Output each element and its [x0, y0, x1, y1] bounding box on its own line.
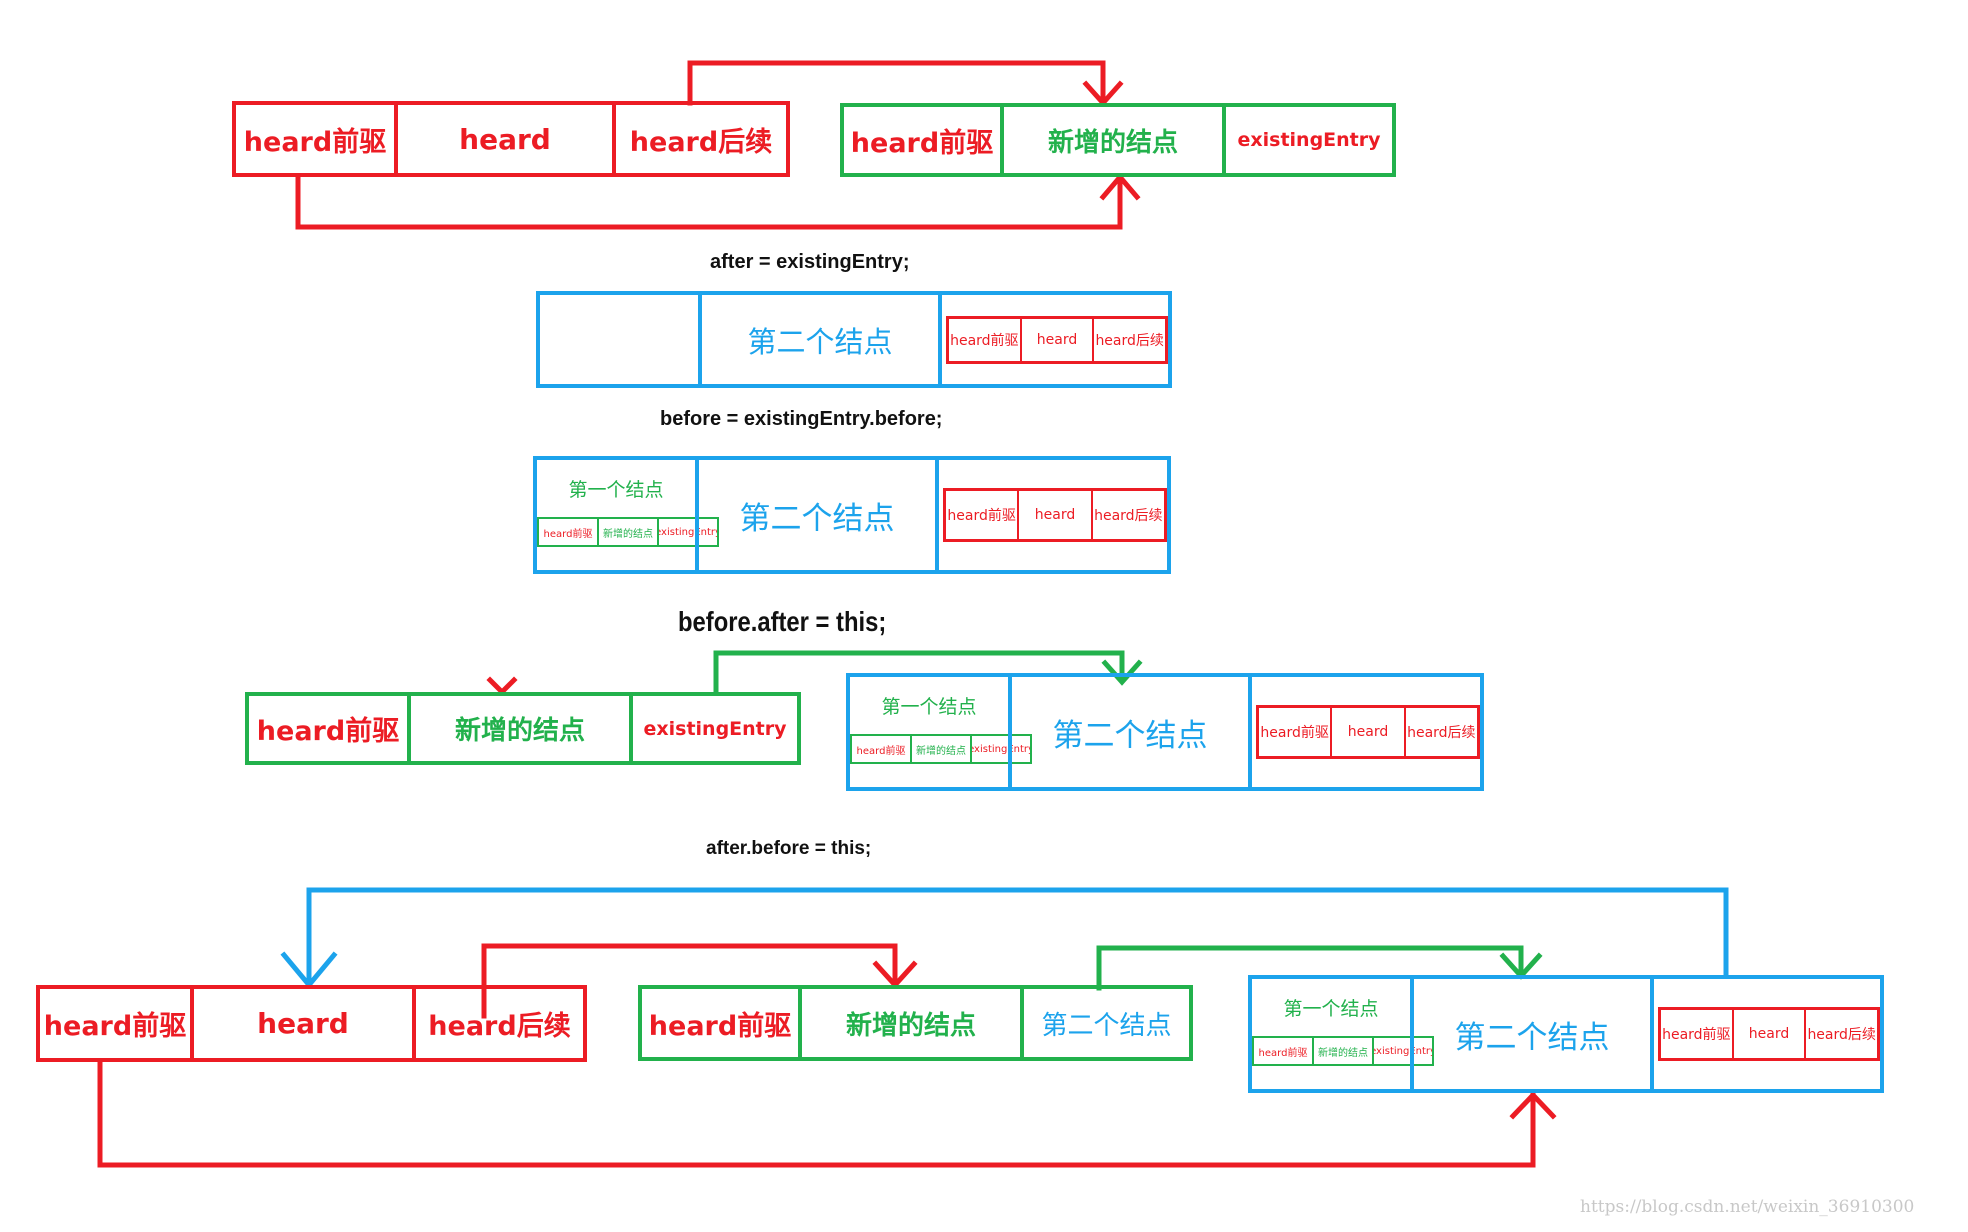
second-node-label-3: 第二个结点: [1008, 677, 1248, 787]
head-next-cell-2: heard后续: [412, 989, 583, 1058]
new-node-existing-cell-2: existingEntry: [629, 696, 797, 761]
second-node-prev-empty: [540, 295, 698, 384]
embedded-head-entry-3: heard前驱 heard heard后续: [1256, 705, 1480, 759]
head-cell-2: heard: [190, 989, 412, 1058]
embedded-head-next: heard后续: [1804, 1010, 1877, 1058]
embedded-new-existing: existingEntry: [1372, 1038, 1432, 1065]
new-node-cell-2: 新增的结点: [407, 696, 629, 761]
embedded-new-node-3: heard前驱 新增的结点 existingEntry: [1252, 1036, 1434, 1067]
embedded-head-entry-4: heard前驱 heard heard后续: [1658, 1007, 1880, 1061]
new-node-prev-cell-2: heard前驱: [256, 716, 400, 747]
new-node-next-second-cell: 第二个结点: [1020, 989, 1189, 1057]
arrow-existing-to-second-node-tip: [1101, 659, 1143, 686]
new-node-cell-3: 新增的结点: [798, 989, 1020, 1057]
arrow-head-next-to-new-node-2: [481, 943, 898, 1019]
new-node-box-2: heard前驱 新增的结点 existingEntry: [245, 692, 801, 765]
second-node-box-2: 第一个结点 heard前驱 新增的结点 existingEntry 第二个结点 …: [533, 456, 1171, 574]
second-node-next-cell-2: heard前驱 heard heard后续: [935, 460, 1167, 570]
head-prev-cell-2: heard前驱: [43, 1011, 187, 1042]
embedded-head-prev: heard前驱: [950, 332, 1019, 349]
first-node-cell-1: 第一个结点 heard前驱 新增的结点 existingEntry: [537, 460, 719, 570]
embedded-head-entry-1: heard前驱 heard heard后续: [946, 315, 1168, 364]
second-node-label-4: 第二个结点: [1410, 979, 1650, 1089]
embedded-new-prev: heard前驱: [856, 745, 906, 757]
head-next-cell: heard后续: [612, 105, 786, 173]
arrow-second-node-to-head: [306, 887, 1729, 988]
embedded-new-node-2: heard前驱 新增的结点 existingEntry: [850, 734, 1032, 765]
first-node-cell-3: 第一个结点 heard前驱 新增的结点 existingEntry: [1252, 979, 1434, 1089]
embedded-head-next: heard后续: [1092, 318, 1165, 361]
embedded-new-existing: existingEntry: [970, 736, 1030, 763]
embedded-head: heard: [1731, 1010, 1805, 1058]
embedded-new-prev: heard前驱: [1258, 1047, 1308, 1059]
new-node-existing-cell: existingEntry: [1222, 107, 1392, 173]
new-node-cell: 新增的结点: [1000, 107, 1222, 173]
arrow-head-prev-to-new-node-tip: [1099, 173, 1141, 201]
embedded-new-existing: existingEntry: [657, 519, 717, 546]
second-node-next-cell-3: heard前驱 heard heard后续: [1248, 677, 1480, 787]
embedded-new-node: 新增的结点: [910, 736, 970, 763]
statement-before: before = existingEntry.before;: [660, 408, 943, 430]
embedded-head: heard: [1019, 318, 1093, 361]
second-node-box-4: 第一个结点 heard前驱 新增的结点 existingEntry 第二个结点 …: [1248, 975, 1884, 1093]
first-node-label-2: 第一个结点: [881, 696, 977, 719]
embedded-head-next: heard后续: [1090, 491, 1164, 539]
head-prev-cell: heard前驱: [243, 126, 387, 158]
arrow-head-next-to-new-node: [687, 60, 1106, 106]
embedded-new-node: 新增的结点: [597, 519, 657, 546]
embedded-new-node-1: heard前驱 新增的结点 existingEntry: [537, 517, 719, 548]
head-cell: heard: [394, 105, 612, 173]
new-node-box: heard前驱 新增的结点 existingEntry: [840, 103, 1396, 177]
first-node-label-1: 第一个结点: [568, 479, 664, 502]
second-node-label-2: 第二个结点: [695, 460, 935, 570]
embedded-head-prev: heard前驱: [1260, 725, 1329, 741]
arrow-existing-to-second-node: [713, 650, 1125, 695]
embedded-head: heard: [1330, 708, 1403, 756]
statement-after: after = existingEntry;: [710, 251, 910, 273]
embedded-new-prev: heard前驱: [543, 528, 593, 540]
arrow-mark-new-node-top: [486, 676, 518, 696]
embedded-head-prev: heard前驱: [947, 508, 1016, 524]
first-node-label-3: 第一个结点: [1283, 998, 1379, 1021]
arrow-head-prev-to-second-node: [97, 1059, 1536, 1168]
arrow-head-prev-to-new-node: [295, 174, 1123, 230]
embedded-head-entry-2: heard前驱 heard heard后续: [943, 488, 1167, 542]
embedded-head-prev: heard前驱: [1662, 1027, 1731, 1043]
embedded-head: heard: [1017, 491, 1090, 539]
second-node-next-cell-1: heard前驱 heard heard后续: [938, 295, 1168, 384]
second-node-label-1: 第二个结点: [698, 295, 938, 384]
arrow-head-prev-to-second-node-tip: [1509, 1091, 1557, 1120]
head-entry-box: heard前驱 heard heard后续: [232, 101, 790, 177]
new-node-box-3: heard前驱 新增的结点 第二个结点: [638, 985, 1193, 1061]
watermark: https://blog.csdn.net/weixin_36910300: [1580, 1197, 1915, 1217]
second-node-box-1: 第二个结点 heard前驱 heard heard后续: [536, 291, 1172, 388]
second-node-next-cell-4: heard前驱 heard heard后续: [1650, 979, 1880, 1089]
statement-before-after: before.after = this;: [678, 606, 887, 637]
new-node-prev-cell-3: heard前驱: [648, 1010, 792, 1042]
embedded-new-node: 新增的结点: [1312, 1038, 1372, 1065]
second-node-box-3: 第一个结点 heard前驱 新增的结点 existingEntry 第二个结点 …: [846, 673, 1484, 791]
embedded-head-next: heard后续: [1403, 708, 1477, 756]
statement-after-before: after.before = this;: [706, 838, 872, 859]
head-entry-box-2: heard前驱 heard heard后续: [36, 985, 587, 1062]
new-node-prev-cell: heard前驱: [850, 127, 994, 159]
arrow-existing-to-second-node-2: [1096, 945, 1524, 991]
first-node-cell-2: 第一个结点 heard前驱 新增的结点 existingEntry: [850, 677, 1032, 787]
